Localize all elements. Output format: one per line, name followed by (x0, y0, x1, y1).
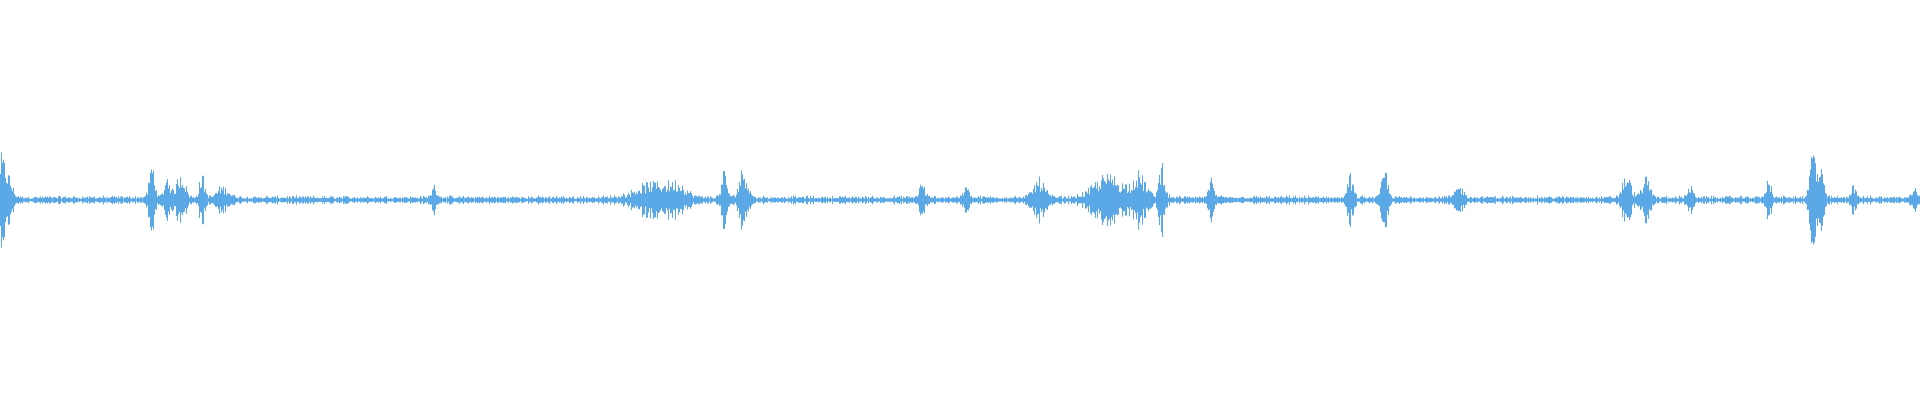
waveform-bars (0, 152, 1920, 248)
waveform-trace (0, 152, 1920, 248)
